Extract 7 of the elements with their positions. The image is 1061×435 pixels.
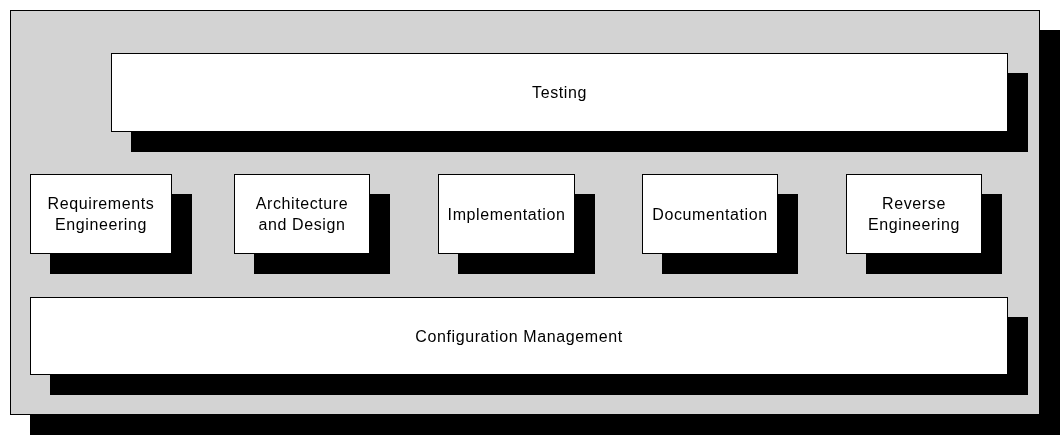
layer-label: Configuration Management — [415, 326, 623, 347]
layer-label: Testing — [532, 83, 587, 103]
layer-label: Architecture and Design — [254, 194, 350, 235]
layer-label: Requirements Engineering — [46, 194, 156, 235]
layer-label: Reverse Engineering — [867, 194, 961, 235]
layer-label: Implementation — [447, 204, 566, 225]
layer-label: Documentation — [652, 204, 768, 225]
